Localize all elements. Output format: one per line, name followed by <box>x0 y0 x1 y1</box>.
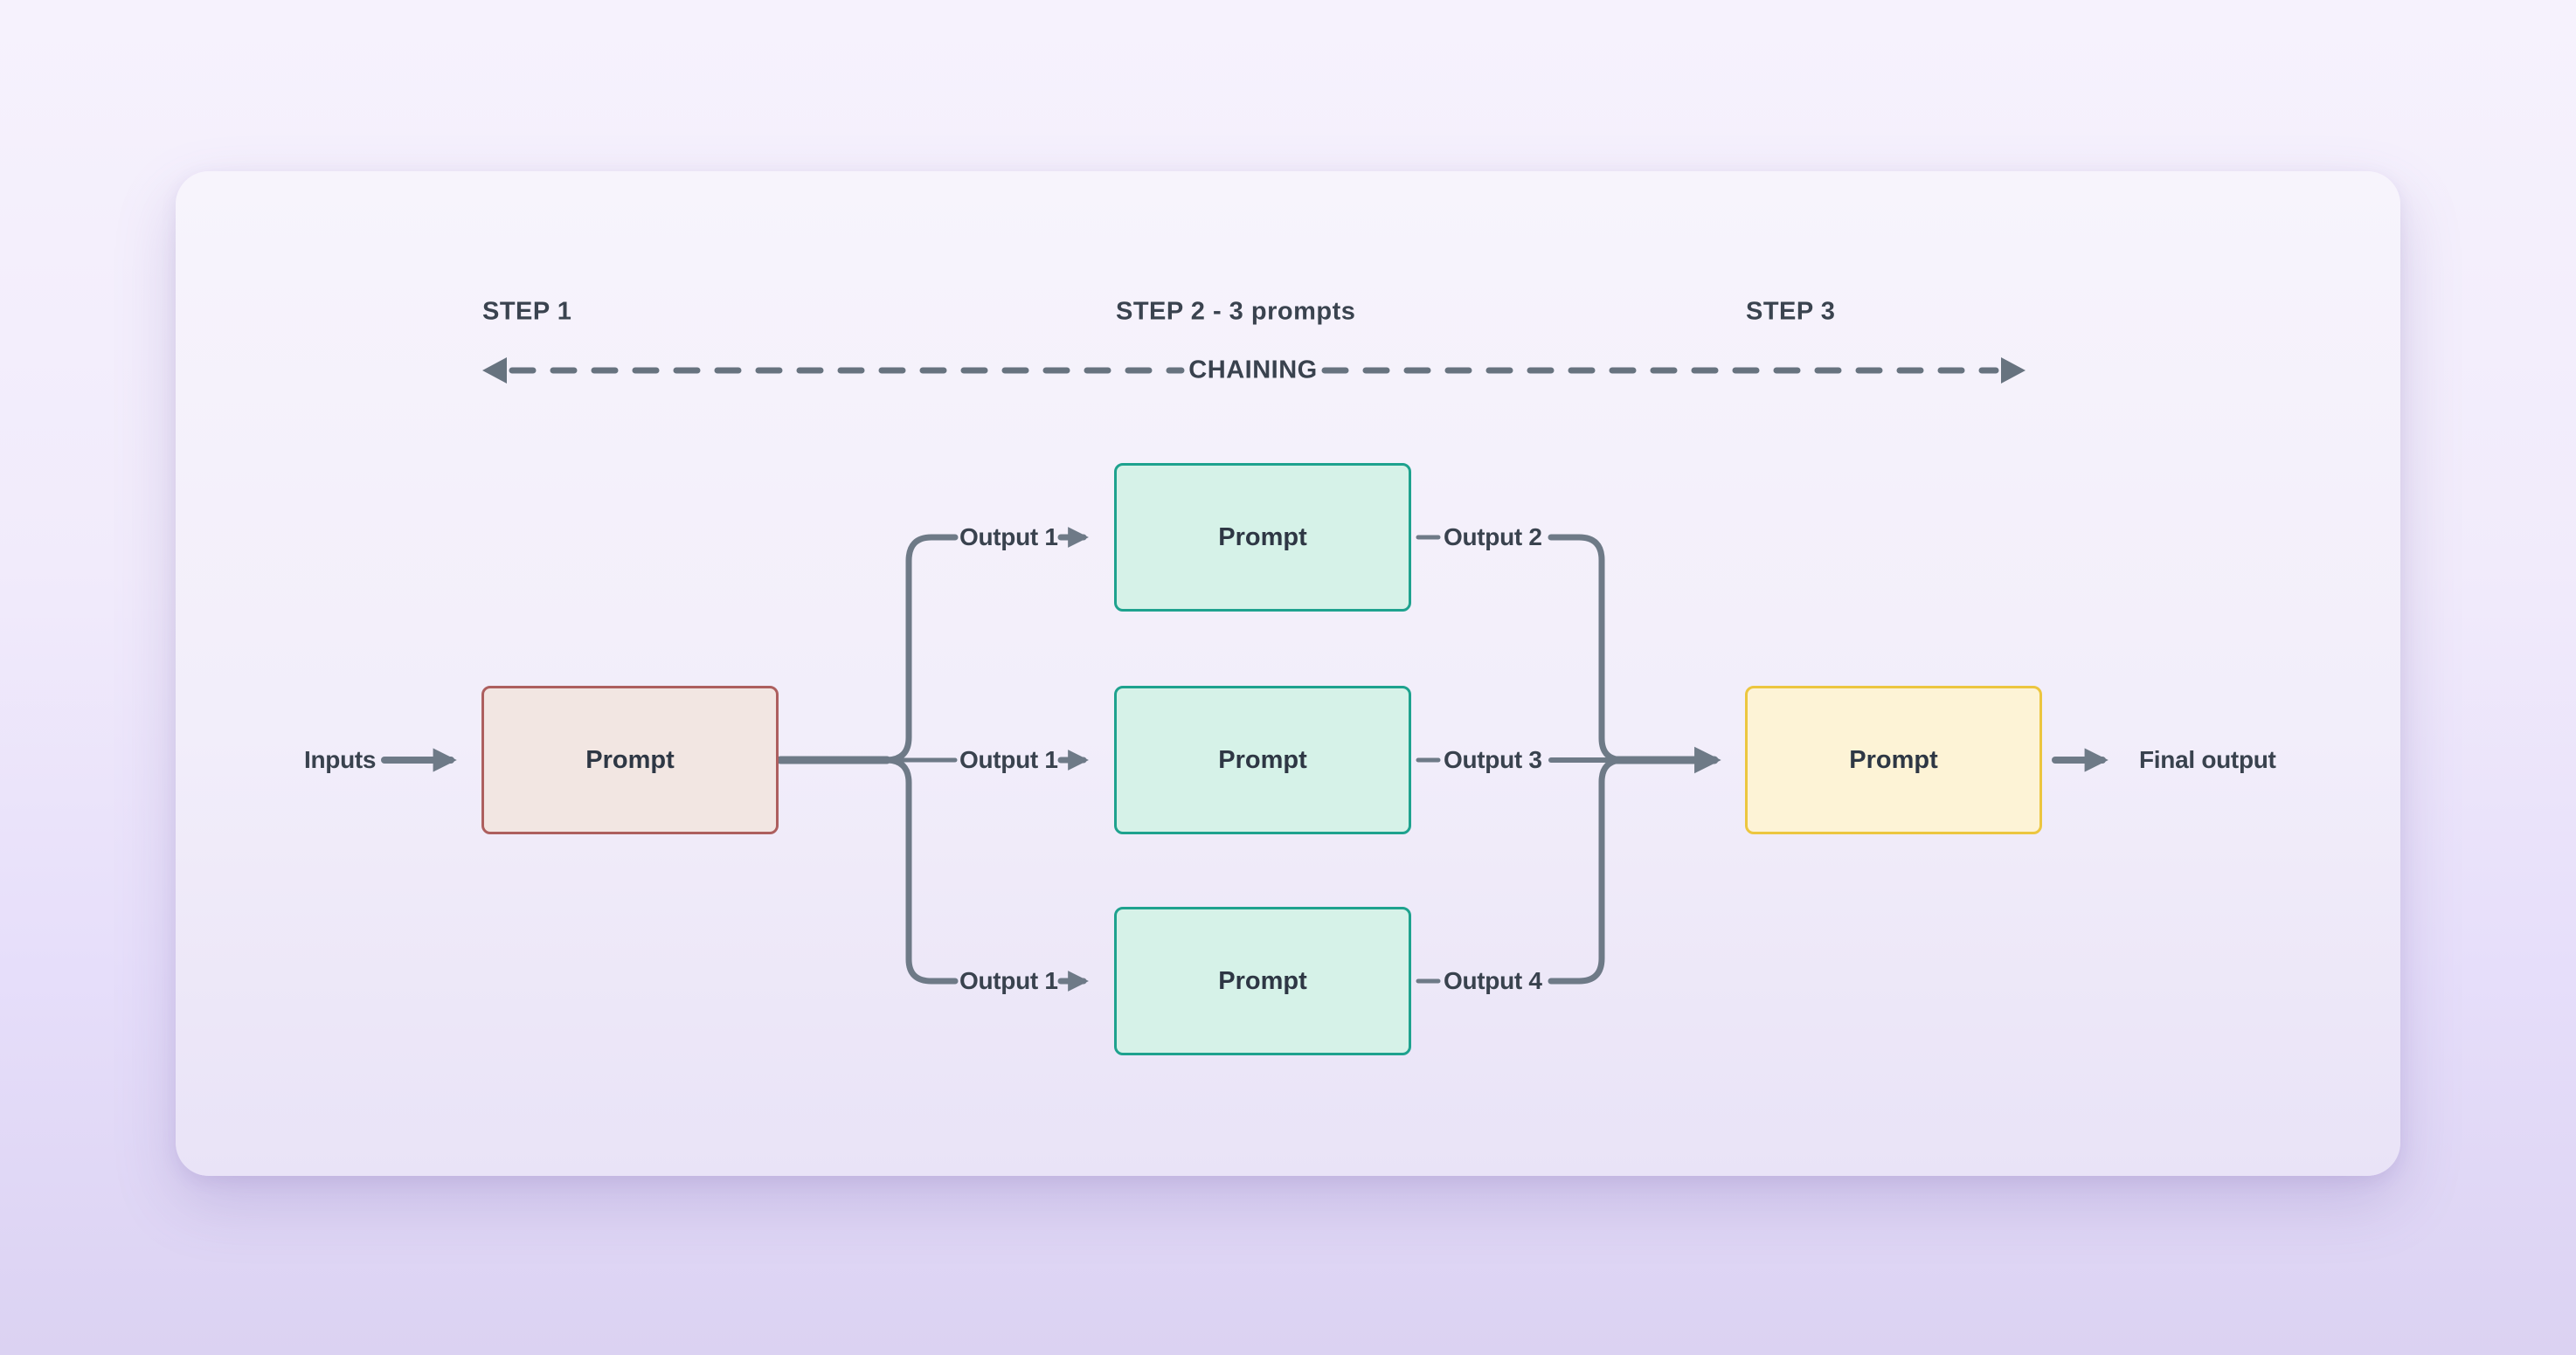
chaining-arrowhead-right-icon <box>2001 357 2025 384</box>
stage2-prompt-node-top: Prompt <box>1114 463 1411 612</box>
stage2-prompt-node-middle: Prompt <box>1114 686 1411 834</box>
stage2-prompt-text-middle: Prompt <box>1218 745 1307 774</box>
merge-connector-bottom <box>1548 757 1627 985</box>
split-connector-top <box>883 534 959 764</box>
chaining-arrowhead-left-icon <box>482 357 507 384</box>
stage2-prompt-text-bottom: Prompt <box>1218 966 1307 995</box>
branch-output-label-bottom: Output 4 <box>1444 967 1542 994</box>
stage2-prompt-text-top: Prompt <box>1218 522 1307 551</box>
stage3-prompt-text: Prompt <box>1849 745 1938 774</box>
chaining-label: CHAINING <box>1188 356 1318 384</box>
step-1-label: STEP 1 <box>482 297 572 326</box>
stage1-prompt-node: Prompt <box>481 686 779 834</box>
final-output-label: Final output <box>2139 746 2276 773</box>
stage1-prompt-text: Prompt <box>585 745 675 774</box>
branch-input-label-top: Output 1 <box>959 523 1058 550</box>
branch-output-label-middle: Output 3 <box>1444 746 1542 773</box>
inputs-label: Inputs <box>304 746 377 773</box>
branch-output-label-top: Output 2 <box>1444 523 1542 550</box>
stage3-prompt-node: Prompt <box>1745 686 2042 834</box>
split-connector-bottom <box>883 757 959 985</box>
merge-connector-top <box>1548 534 1627 764</box>
step-3-label: STEP 3 <box>1746 297 1836 326</box>
step-2-label: STEP 2 - 3 prompts <box>1116 297 1356 326</box>
branch-input-label-middle: Output 1 <box>959 746 1058 773</box>
branch-input-label-bottom: Output 1 <box>959 967 1058 994</box>
stage2-prompt-node-bottom: Prompt <box>1114 907 1411 1055</box>
